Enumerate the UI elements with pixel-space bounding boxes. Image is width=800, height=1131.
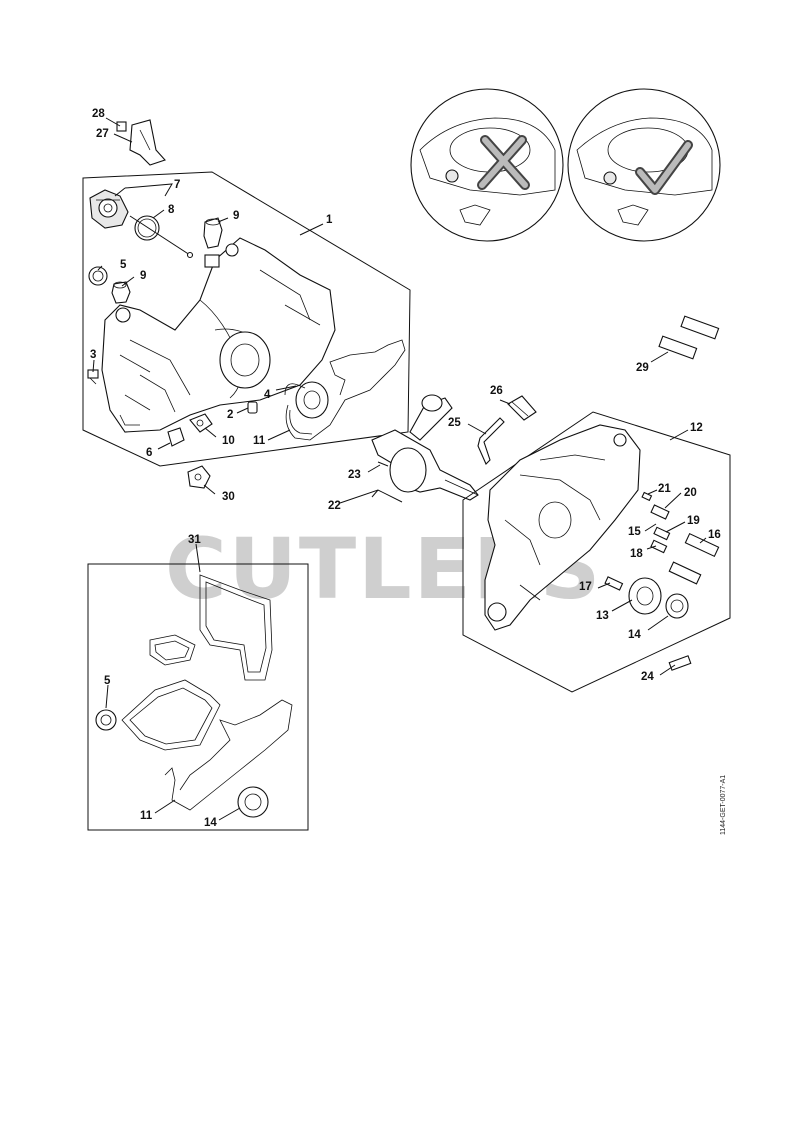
callout-11-set: 11 [140, 810, 153, 822]
gasket-left [284, 339, 406, 441]
oil-seal-right [665, 593, 689, 619]
crankcase-right-housing [484, 424, 641, 631]
callout-14-right: 14 [628, 629, 641, 641]
sleeve-part [247, 401, 258, 414]
oil-pump-assembly [89, 189, 129, 229]
screw-24 [668, 655, 692, 671]
leader-lines [92, 117, 707, 821]
crankcase-left-frame [82, 171, 411, 467]
callout-10: 10 [222, 435, 235, 447]
callout-18: 18 [630, 548, 643, 560]
callout-22: 22 [328, 500, 341, 512]
o-ring [134, 215, 160, 241]
pin-19 [653, 526, 671, 541]
callout-4: 4 [264, 389, 271, 401]
callout-6: 6 [146, 447, 152, 459]
callout-9-left: 9 [140, 270, 146, 282]
callout-12: 12 [690, 422, 703, 434]
callout-20: 20 [684, 487, 697, 499]
decompression-valve [507, 395, 537, 421]
stud-16b [668, 561, 702, 585]
callout-30: 30 [222, 491, 235, 503]
crankshaft [371, 394, 479, 501]
callout-25: 25 [448, 417, 461, 429]
callout-5-left: 5 [120, 259, 127, 271]
callout-7: 7 [174, 179, 180, 191]
screw-small [116, 121, 127, 132]
callout-9-top: 9 [233, 210, 239, 222]
oil-seal-left [88, 266, 108, 286]
cross-mark [477, 135, 530, 190]
callout-23: 23 [348, 469, 361, 481]
callout-28: 28 [92, 108, 105, 120]
stud-29b [658, 335, 698, 360]
pin-21 [641, 491, 653, 502]
callout-2: 2 [227, 409, 233, 421]
callout-29: 29 [636, 362, 649, 374]
callout-19: 19 [687, 515, 700, 527]
pin-20 [650, 504, 670, 520]
screw-17 [604, 576, 624, 591]
ignition-cable [477, 417, 505, 465]
gasket-set-frame [87, 563, 309, 831]
callout-24: 24 [641, 671, 654, 683]
detail-view-incorrect [410, 88, 564, 242]
callout-5-set: 5 [104, 675, 111, 687]
rubber-buffer [187, 465, 211, 489]
annular-buffer-top [203, 217, 223, 249]
callout-1: 1 [326, 214, 333, 226]
chain-catcher [129, 119, 166, 166]
callout-labels: 28 27 1 7 8 9 5 9 3 4 2 10 11 6 30 23 22… [90, 108, 721, 829]
ball-bearing-right [628, 577, 662, 615]
callout-11-top: 11 [253, 435, 266, 447]
detail-view-correct [567, 88, 721, 242]
crankcase-right-frame [462, 411, 731, 693]
callout-17: 17 [579, 581, 592, 593]
plug-screw [87, 369, 99, 385]
document-number: 1144-GET-0077-A1 [720, 775, 727, 835]
crankcase-left-housing [101, 237, 336, 433]
callout-27: 27 [96, 128, 109, 140]
woodruff-key [377, 461, 389, 467]
callout-8: 8 [168, 204, 175, 216]
ball-bearing-left [295, 381, 329, 419]
callout-13: 13 [596, 610, 609, 622]
callout-14-set: 14 [204, 817, 217, 829]
callout-21: 21 [658, 483, 671, 495]
grommet [189, 413, 213, 433]
rubber-plug [167, 427, 185, 447]
callout-31: 31 [188, 534, 201, 546]
pin-18 [650, 539, 668, 554]
annular-buffer-left [111, 281, 131, 304]
callout-15: 15 [628, 526, 641, 538]
callout-26: 26 [490, 385, 503, 397]
callout-16: 16 [708, 529, 721, 541]
callout-3: 3 [90, 349, 96, 361]
check-mark [635, 140, 693, 195]
gasket-set [95, 574, 293, 818]
stud-16 [684, 532, 720, 558]
stud-29a [680, 315, 720, 340]
